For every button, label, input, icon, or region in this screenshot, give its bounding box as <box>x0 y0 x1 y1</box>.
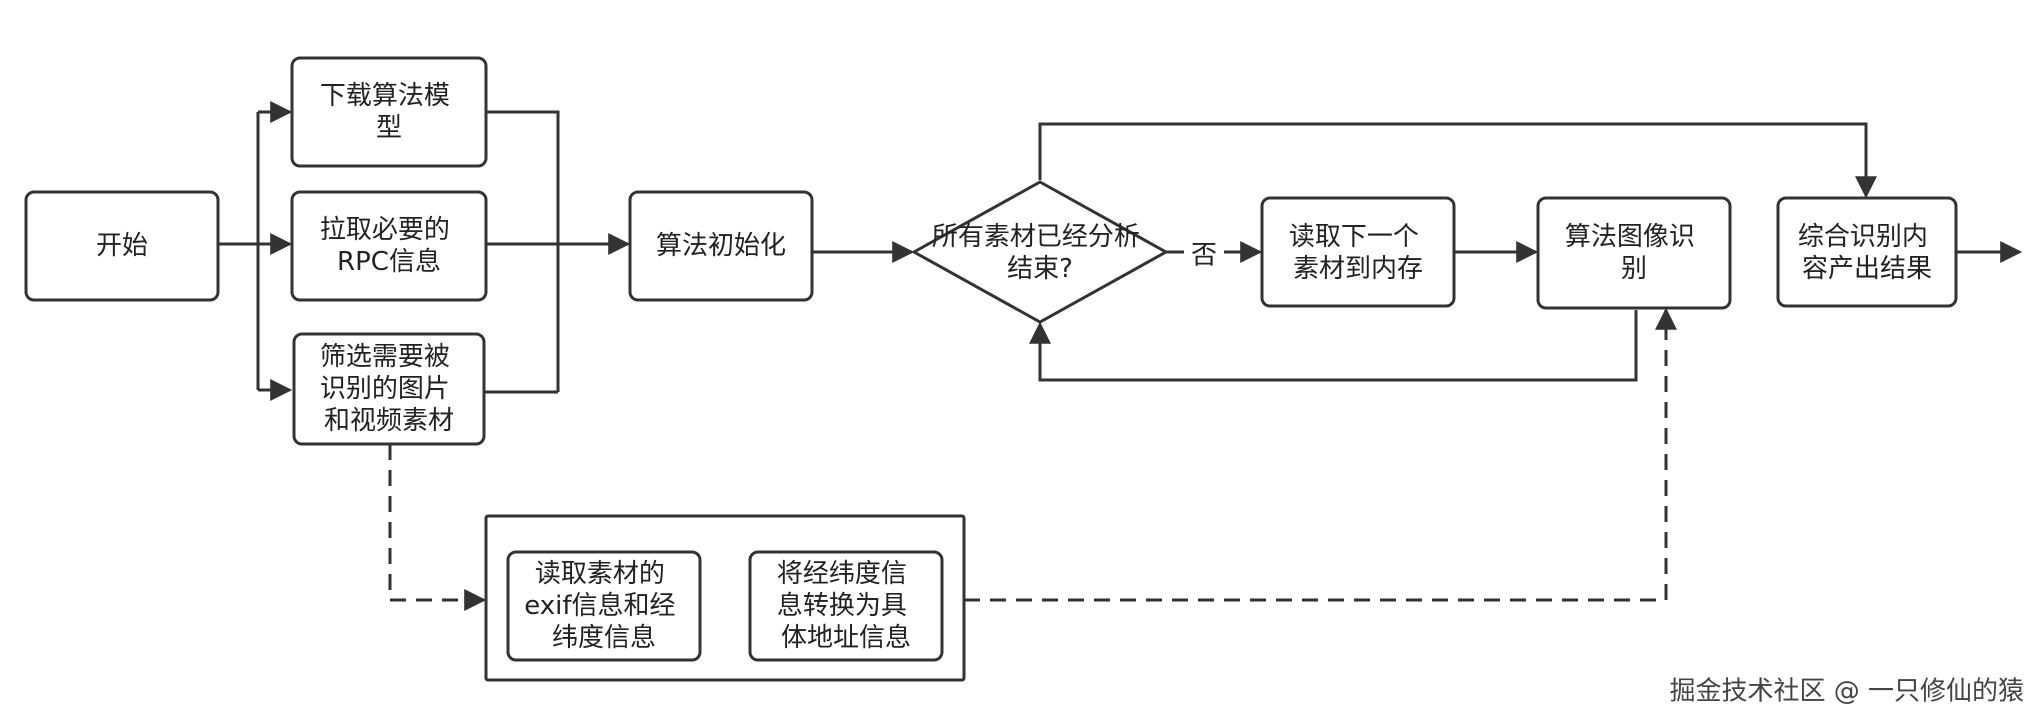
node-geo-convert-label: 将经纬度信 息转换为具 体地址信息 <box>777 559 915 653</box>
node-image-recog-line-1: 算法图像识 <box>1565 222 1695 252</box>
node-geo-convert-line-3: 体地址信息 <box>781 623 911 653</box>
node-all-done-line-1: 所有素材已经分析 <box>932 222 1140 252</box>
edges <box>219 101 2023 617</box>
node-filter-media-line-1: 筛选需要被 <box>320 342 450 372</box>
node-merge-results-label: 综合识别内 容产出结果 <box>1798 222 1936 284</box>
node-read-exif: 读取素材的 exif信息和经 纬度信息 <box>506 550 702 662</box>
node-fetch-rpc-line-2: RPC信息 <box>337 247 441 277</box>
node-start-line-1: 开始 <box>96 231 148 261</box>
edge-label-no: 否 <box>1191 241 1217 271</box>
node-read-next-label: 读取下一个 素材到内存 <box>1289 222 1427 284</box>
node-download-model-line-2: 型 <box>376 113 402 143</box>
watermark: 掘金技术社区 @ 一只修仙的猿 <box>1669 677 2024 707</box>
node-image-recog-label: 算法图像识 别 <box>1565 222 1703 284</box>
edge-recog-loop-back <box>1029 310 1638 382</box>
node-algo-init: 算法初始化 <box>628 190 814 302</box>
node-filter-media-label: 筛选需要被 识别的图片 和视频素材 <box>320 342 458 436</box>
node-merge-results-line-2: 容产出结果 <box>1802 254 1932 284</box>
node-read-next: 读取下一个 素材到内存 <box>1260 196 1456 308</box>
node-read-exif-line-1: 读取素材的 <box>535 559 665 589</box>
node-read-exif-line-3: 纬度信息 <box>552 623 656 653</box>
node-geo-convert-line-2: 息转换为具 <box>777 591 907 621</box>
node-start: 开始 <box>24 190 220 302</box>
node-filter-media-line-2: 识别的图片 <box>320 374 450 404</box>
node-download-model-line-1: 下载算法模 <box>320 81 450 111</box>
node-download-model-label: 下载算法模 型 <box>320 81 458 143</box>
node-geo-convert: 将经纬度信 息转换为具 体地址信息 <box>748 550 944 662</box>
node-read-next-line-1: 读取下一个 <box>1289 222 1419 252</box>
edge-download-to-merge <box>486 110 560 392</box>
node-start-label: 开始 <box>96 231 148 261</box>
edge-group-to-recog-dashed <box>964 338 1668 602</box>
node-all-done-decision: 所有素材已经分析 结束? <box>910 180 1170 324</box>
node-fetch-rpc-label: 拉取必要的 RPC信息 <box>320 215 458 277</box>
node-filter-media-line-3: 和视频素材 <box>324 406 454 436</box>
node-all-done-line-2: 结束? <box>1007 254 1073 284</box>
node-read-exif-line-2: exif信息和经 <box>524 591 675 621</box>
node-image-recog: 算法图像识 别 <box>1536 196 1732 310</box>
node-fetch-rpc: 拉取必要的 RPC信息 <box>290 190 488 302</box>
node-merge-results-line-1: 综合识别内 <box>1798 222 1928 252</box>
node-merge-results: 综合识别内 容产出结果 <box>1776 196 1958 308</box>
node-algo-init-label: 算法初始化 <box>656 231 786 261</box>
node-download-model: 下载算法模 型 <box>290 56 488 168</box>
node-filter-media: 筛选需要被 识别的图片 和视频素材 <box>292 332 486 446</box>
node-read-exif-label: 读取素材的 exif信息和经 纬度信息 <box>524 559 684 653</box>
node-image-recog-line-2: 别 <box>1621 254 1647 284</box>
node-algo-init-line-1: 算法初始化 <box>656 231 786 261</box>
edge-decision-to-results <box>1038 122 1877 199</box>
node-read-next-line-2: 素材到内存 <box>1293 254 1423 284</box>
node-all-done-label: 所有素材已经分析 结束? <box>932 222 1148 284</box>
node-fetch-rpc-line-1: 拉取必要的 <box>320 215 450 245</box>
node-geo-convert-line-1: 将经纬度信 <box>777 559 907 589</box>
